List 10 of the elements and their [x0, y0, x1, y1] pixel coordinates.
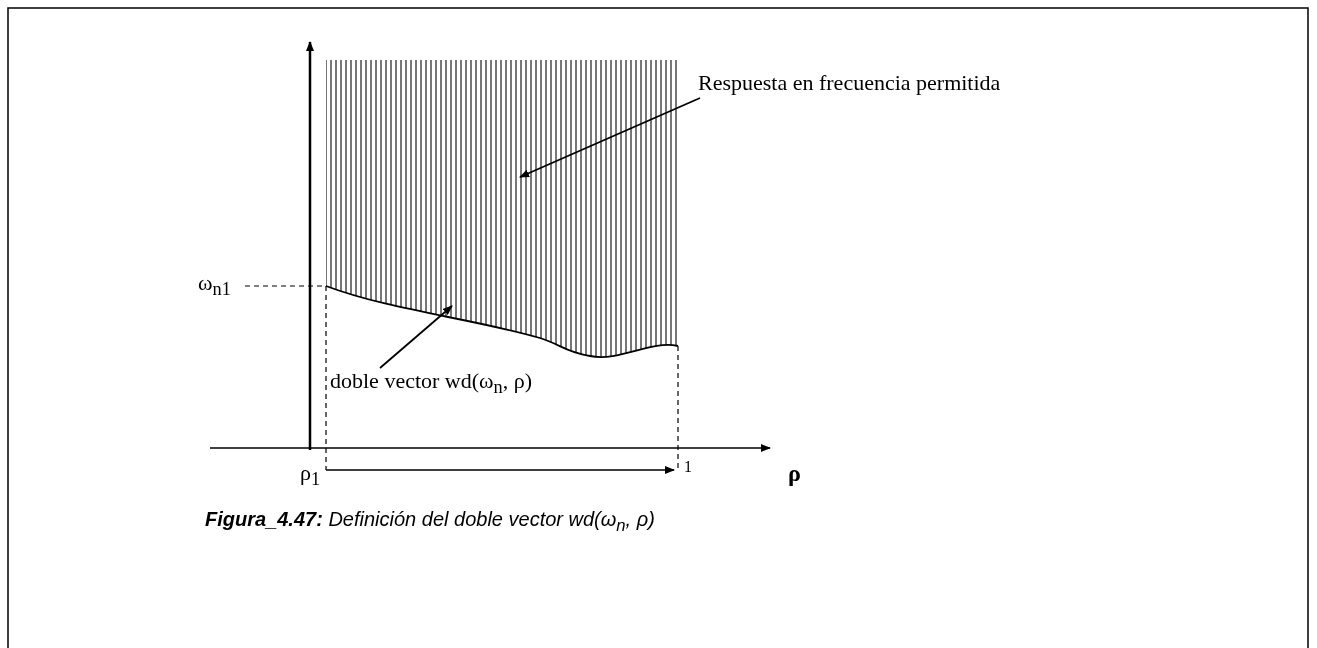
axis-value-label: ω$_{n1}$ [198, 270, 231, 301]
figure-caption: Figura_4.47: Definición del doble vector wd(ω$_{n}$, ρ) [205, 508, 655, 536]
leader-arrow [379, 305, 453, 369]
hatched-region [326, 60, 678, 357]
annotation-text: Respuesta en frecuencia permitida [698, 70, 1001, 96]
axis-value-label: ρ$_{1}$ [300, 460, 321, 491]
axis-title: ρ [788, 460, 801, 487]
axis-value-label: 1 [684, 458, 692, 476]
annotation-text: doble vector wd(ω$_{n}$, ρ) [330, 368, 533, 399]
leader-arrow [519, 97, 701, 178]
